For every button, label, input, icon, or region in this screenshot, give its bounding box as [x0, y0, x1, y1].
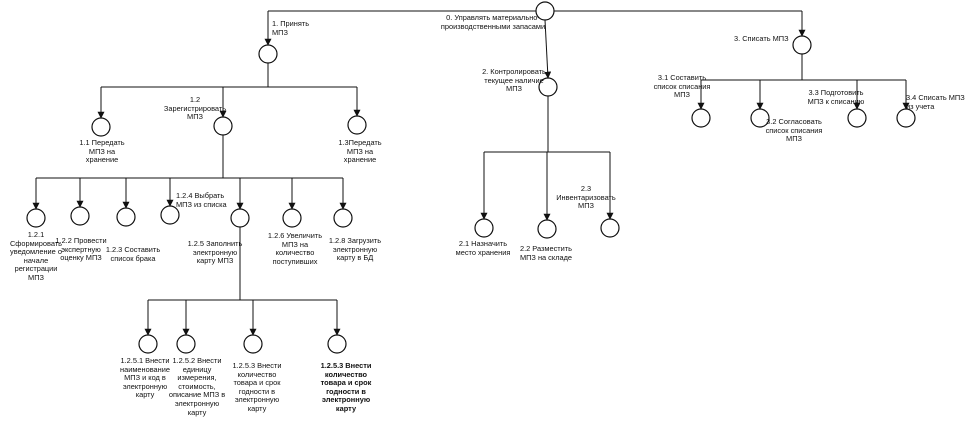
node-circle-n3_4: [896, 108, 916, 128]
node-circle-n1_2_6: [282, 208, 302, 228]
node-label-n1_2_5: 1.2.5 Заполнить электронную карту МПЗ: [187, 239, 243, 266]
node-label-n3_4: 3.4 Списать МПЗ из учета: [906, 93, 965, 111]
node-label-n2_1: 2.1 Назначить место хранения: [455, 239, 511, 257]
node-label-n2_3: 2.3 Инвентаризовать МПЗ: [556, 184, 616, 211]
node-label-n1_1: 1.1 Передать МПЗ на хранение: [79, 138, 125, 165]
node-circle-n1: [258, 44, 278, 64]
node-circle-n1_2_2: [70, 206, 90, 226]
node-circle-n3_1: [691, 108, 711, 128]
node-circle-n1_2_4: [160, 205, 180, 225]
node-circle-n1_2_3: [116, 207, 136, 227]
node-label-n2: 2. Контролировать текущее наличие МПЗ: [482, 67, 546, 94]
node-label-n1_2_5_1: 1.2.5.1 Внести наименование МПЗ и код в …: [120, 356, 170, 400]
node-circle-n1_2_1: [26, 208, 46, 228]
node-circle-n2_2: [537, 219, 557, 239]
node-label-n1: 1. Принять МПЗ: [272, 19, 310, 37]
node-label-n1_2: 1.2 Зарегистрировать МПЗ: [163, 95, 227, 122]
node-circle-n1_2: [213, 116, 233, 136]
node-circle-n1_2_5_3a: [243, 334, 263, 354]
node-label-n3_3: 3.3 Подготовить МПЗ к списанию: [807, 88, 865, 106]
node-label-n1_2_5_3b: 1.2.5.3 Внести количество товара и срок …: [320, 361, 372, 413]
node-circle-n2_3: [600, 218, 620, 238]
node-label-n1_2_2: 1.2.2 Провести экспертную оценку МПЗ: [55, 236, 107, 263]
node-circle-n3_2: [750, 108, 770, 128]
node-label-n0: 0. Управлять материально- производственн…: [440, 13, 546, 31]
node-circle-n3_3: [847, 108, 867, 128]
connector-n2: [544, 19, 552, 79]
node-circle-n1_2_5_2: [176, 334, 196, 354]
node-label-n1_2_5_2: 1.2.5.2 Внести единицу измерения, стоимо…: [168, 356, 226, 417]
node-label-n2_2: 2.2 Разместить МПЗ на складе: [519, 244, 573, 262]
node-circle-n1_3: [347, 115, 367, 135]
node-label-n3: 3. Списать МПЗ: [734, 34, 789, 43]
node-circle-n2_1: [474, 218, 494, 238]
node-circle-n1_2_8: [333, 208, 353, 228]
node-circle-n1_1: [91, 117, 111, 137]
node-label-n3_2: 3.2 Согласовать список списания МПЗ: [765, 117, 823, 144]
node-label-n1_2_4: 1.2.4 Выбрать МПЗ из списка: [176, 191, 227, 209]
node-label-n1_2_1: 1.2.1 Сформировать уведомление о начале …: [9, 230, 63, 282]
node-circle-n1_2_5_3b: [327, 334, 347, 354]
node-circle-n3: [792, 35, 812, 55]
node-circle-n1_2_5: [230, 208, 250, 228]
node-label-n1_2_5_3a: 1.2.5.3 Внести количество товара и срок …: [232, 361, 282, 413]
node-label-n1_2_8: 1.2.8 Загрузить электронную карту в БД: [328, 236, 382, 263]
node-circle-n2: [538, 77, 558, 97]
node-label-n3_1: 3.1 Составить список списания МПЗ: [653, 73, 711, 100]
node-circle-n1_2_5_1: [138, 334, 158, 354]
node-circle-n0: [535, 1, 555, 21]
node-label-n1_2_3: 1.2.3 Составить список брака: [105, 245, 161, 263]
node-label-n1_2_6: 1.2.6 Увеличить МПЗ на количество поступ…: [267, 231, 323, 266]
node-label-n1_3: 1.3Передать МПЗ на хранение: [338, 138, 382, 165]
